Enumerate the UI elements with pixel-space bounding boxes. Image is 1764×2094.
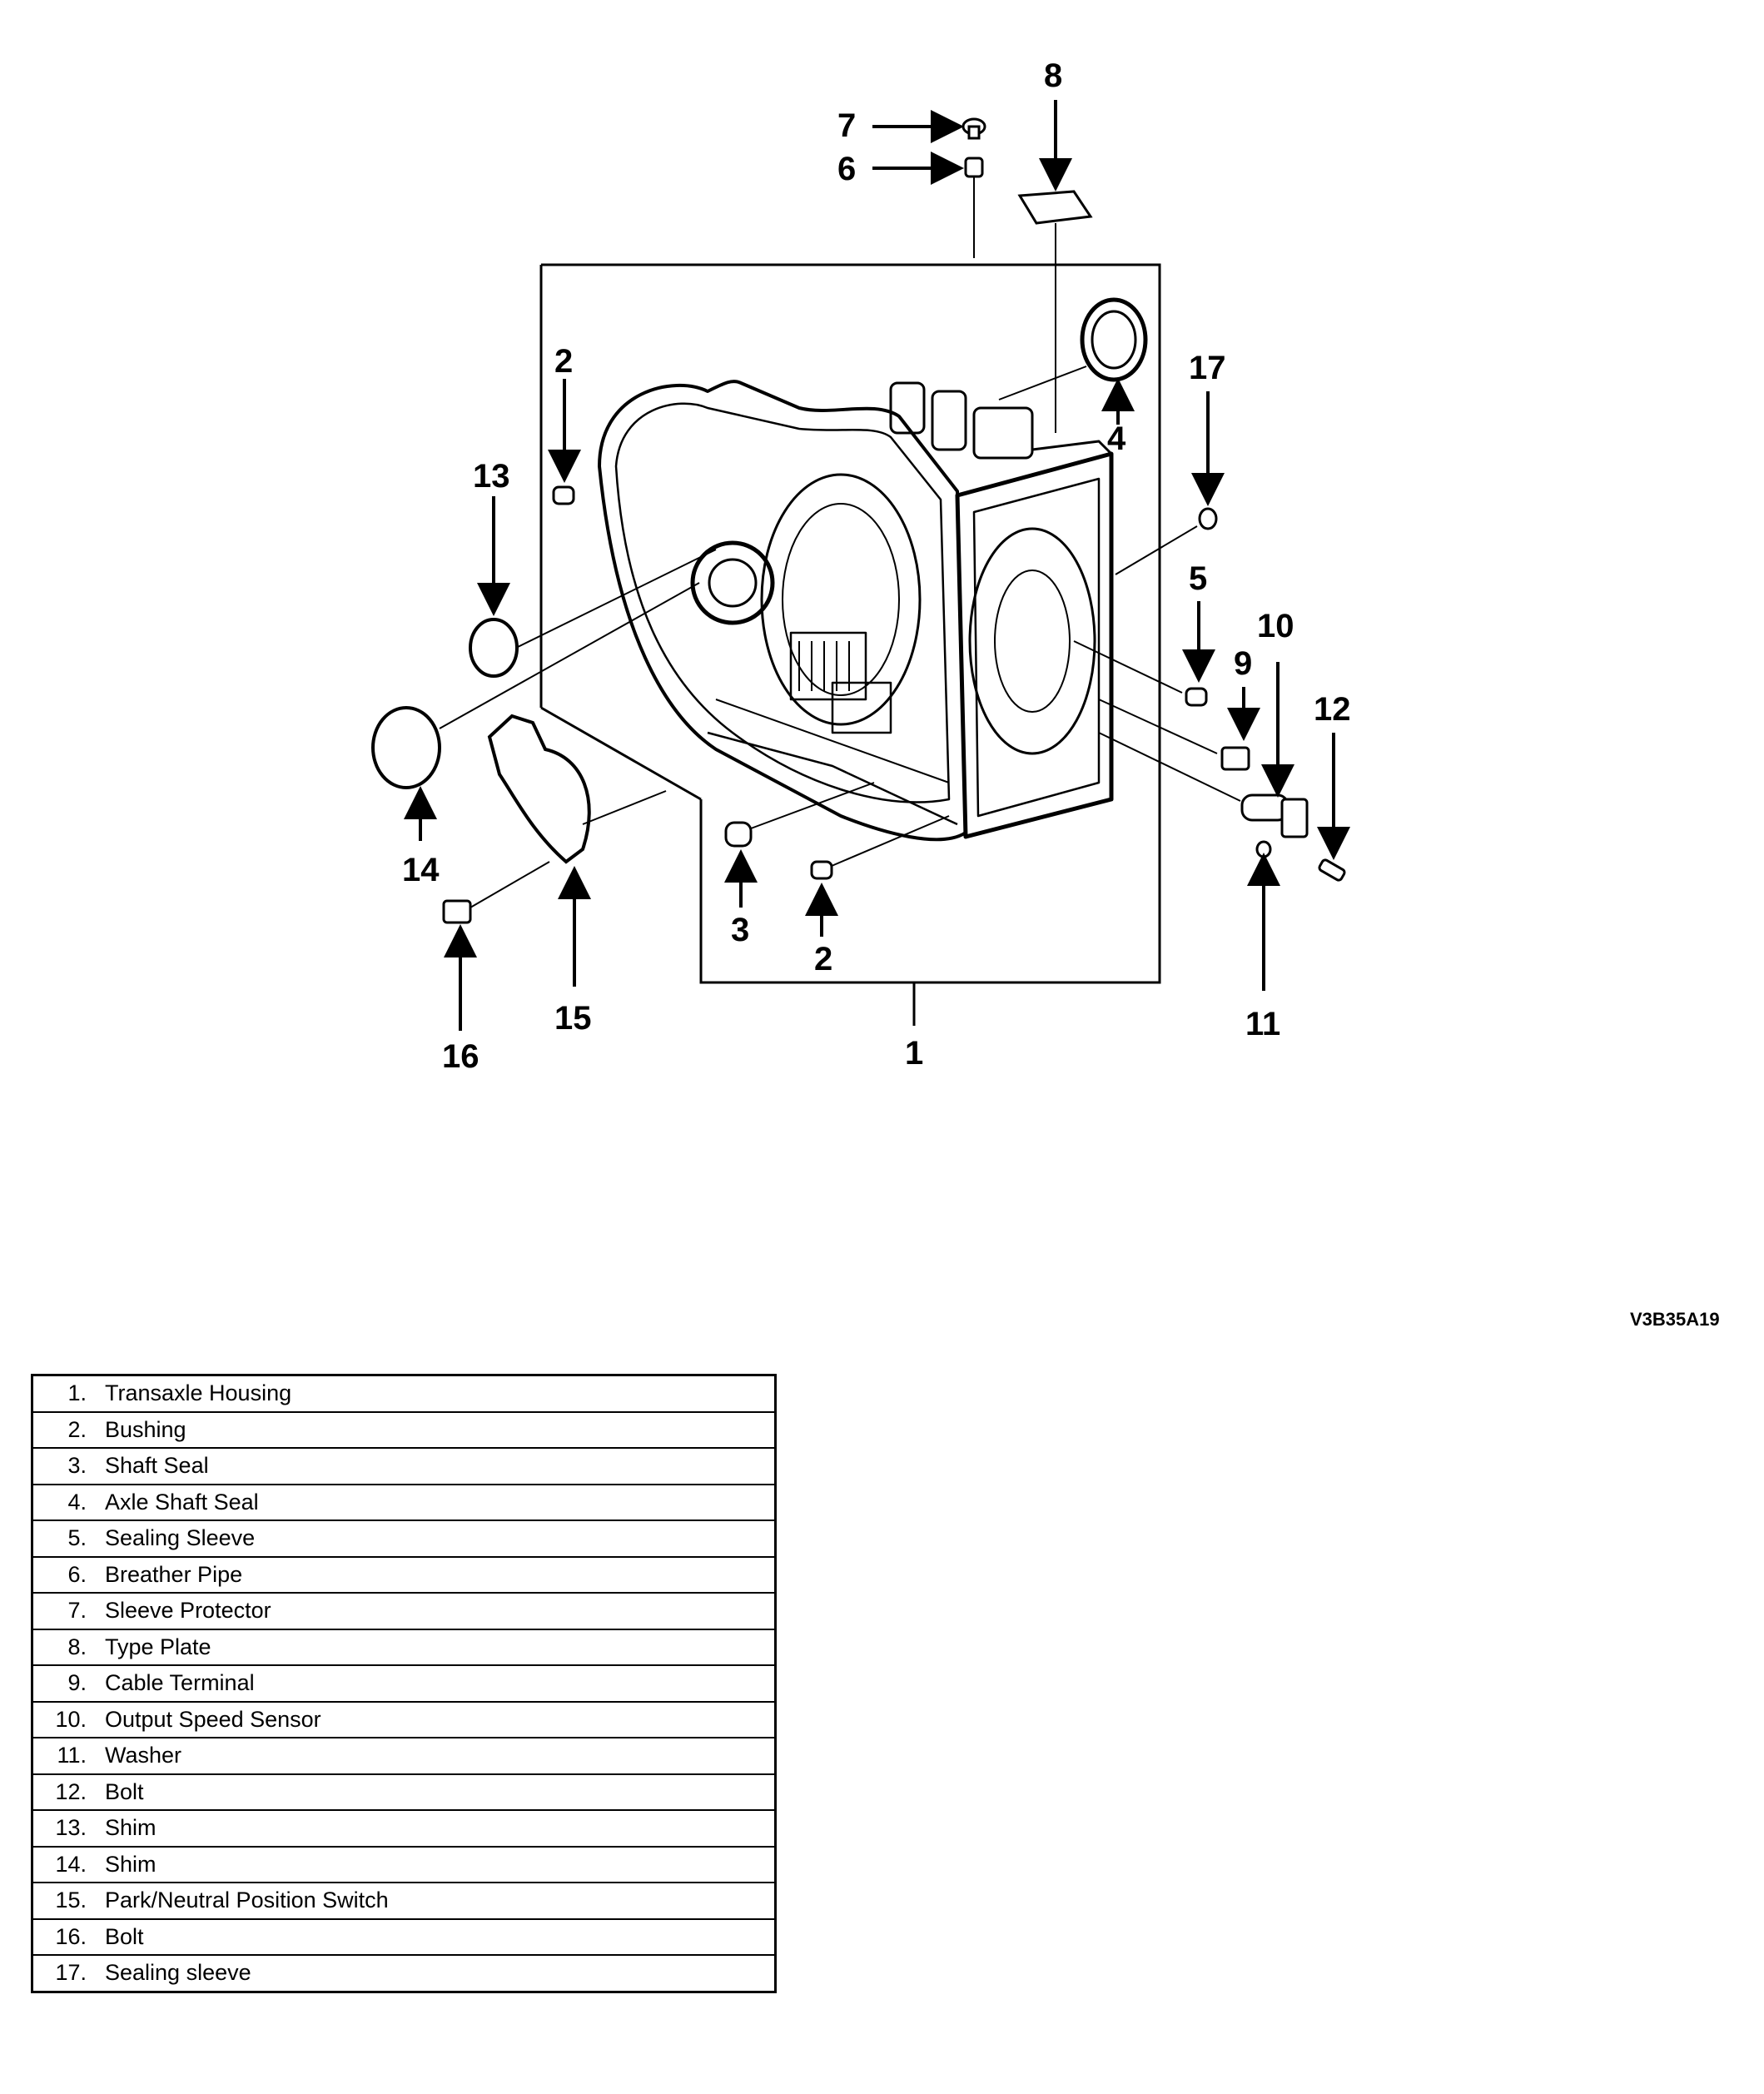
callout-17: 17 xyxy=(1189,350,1226,386)
shim-14-part xyxy=(371,706,441,789)
housing-bracket xyxy=(539,263,1161,1026)
park-neutral-switch-part xyxy=(487,714,591,864)
type-plate-part xyxy=(1017,190,1093,225)
callout-9: 9 xyxy=(1234,645,1252,682)
callout-16: 16 xyxy=(442,1038,480,1075)
callout-10: 10 xyxy=(1257,608,1294,644)
table-row: 4.Axle Shaft Seal xyxy=(31,1483,777,1521)
callout-labels: 1 2 2 3 4 5 6 7 8 9 10 11 12 13 14 15 16… xyxy=(402,57,1351,1075)
callout-8: 8 xyxy=(1044,57,1062,94)
callout-7: 7 xyxy=(837,107,856,144)
callout-13: 13 xyxy=(473,458,510,495)
table-row: 1.Transaxle Housing xyxy=(31,1374,777,1413)
table-row: 6.Breather Pipe xyxy=(31,1555,777,1594)
small-parts xyxy=(371,117,1346,924)
table-row: 12.Bolt xyxy=(31,1773,777,1811)
callout-2-upper: 2 xyxy=(554,343,573,380)
callout-1: 1 xyxy=(905,1035,923,1072)
parts-legend-table: 1.Transaxle Housing 2.Bushing 3.Shaft Se… xyxy=(31,1374,777,1993)
cable-terminal-part xyxy=(1220,746,1250,771)
table-row: 3.Shaft Seal xyxy=(31,1447,777,1485)
sealing-sleeve-5-part xyxy=(1185,687,1208,707)
table-row: 7.Sleeve Protector xyxy=(31,1592,777,1630)
callout-3: 3 xyxy=(731,912,749,948)
callout-2-lower: 2 xyxy=(814,941,832,977)
sealing-sleeve-17-part xyxy=(1198,507,1218,530)
table-row: 11.Washer xyxy=(31,1737,777,1775)
transaxle-housing-drawing xyxy=(598,380,1114,842)
table-row: 10.Output Speed Sensor xyxy=(31,1700,777,1738)
leader-arrows xyxy=(404,100,1350,1031)
callout-4: 4 xyxy=(1107,420,1126,457)
table-row: 15.Park/Neutral Position Switch xyxy=(31,1882,777,1920)
callout-14: 14 xyxy=(402,852,440,888)
table-row: 17.Sealing sleeve xyxy=(31,1954,777,1992)
table-row: 13.Shim xyxy=(31,1809,777,1848)
callout-5: 5 xyxy=(1189,560,1207,597)
callout-15: 15 xyxy=(554,1000,592,1037)
table-row: 5.Sealing Sleeve xyxy=(31,1520,777,1558)
callout-12: 12 xyxy=(1314,691,1351,728)
shaft-seal-part xyxy=(724,821,753,848)
shim-13-part xyxy=(469,618,519,678)
table-row: 16.Bolt xyxy=(31,1917,777,1956)
table-row: 9.Cable Terminal xyxy=(31,1664,777,1703)
table-row: 14.Shim xyxy=(31,1845,777,1883)
callout-11: 11 xyxy=(1245,1006,1280,1042)
callout-6: 6 xyxy=(837,151,856,187)
table-row: 2.Bushing xyxy=(31,1410,777,1449)
breather-pipe-part xyxy=(964,157,984,178)
bolt-12-part xyxy=(1318,858,1346,882)
table-row: 8.Type Plate xyxy=(31,1628,777,1666)
washer-part xyxy=(1255,840,1272,858)
figure-code: V3B35A19 xyxy=(1630,1309,1720,1330)
bolt-16-part xyxy=(442,899,472,924)
bushing-lower-part xyxy=(810,860,833,880)
exploded-view-diagram: 1 2 2 3 4 5 6 7 8 9 10 11 12 13 14 15 16… xyxy=(371,57,1351,1075)
bushing-upper-part xyxy=(552,485,575,505)
